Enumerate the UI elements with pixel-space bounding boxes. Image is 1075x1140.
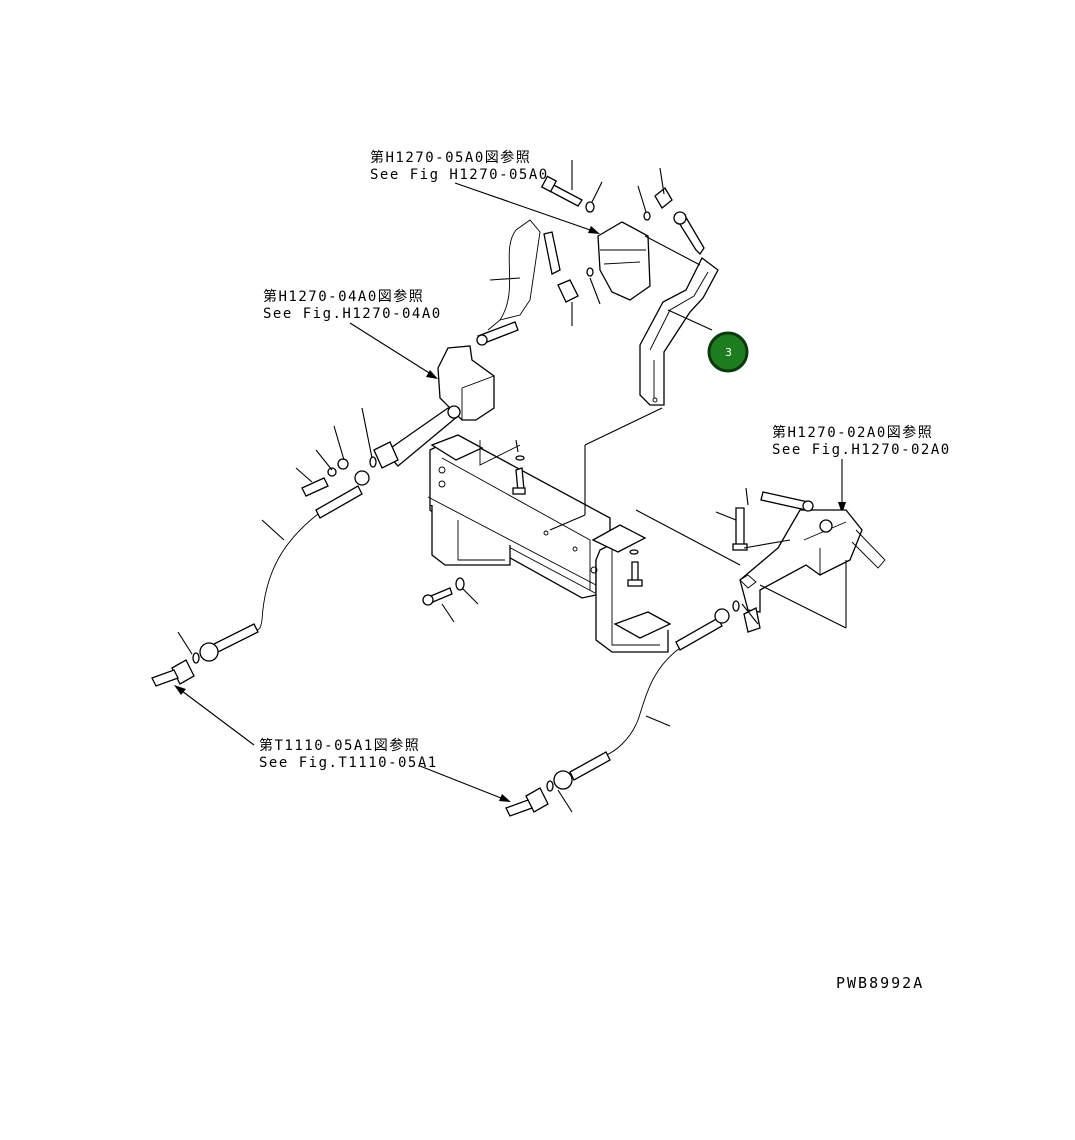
reference-t1110-05a1[interactable]: 第T1110-05A1図参照 See Fig.T1110-05A1	[259, 737, 438, 771]
reference-h1270-02a0[interactable]: 第H1270-02A0図参照 See Fig.H1270-02A0	[772, 424, 951, 458]
reference-en-text: See Fig.H1270-02A0	[772, 442, 951, 458]
drawing-code: PWB8992A	[836, 974, 924, 992]
callout-marker[interactable]: 3	[667, 309, 749, 373]
left-cable	[151, 407, 377, 687]
top-fasteners	[476, 160, 705, 346]
reference-en-text: See Fig.T1110-05A1	[259, 755, 438, 771]
reference-jp-text: 第H1270-05A0図参照	[370, 149, 531, 166]
main-frame	[427, 434, 672, 653]
reference-en-text: See Fig H1270-05A0	[370, 167, 549, 183]
pedal-arm	[549, 257, 719, 531]
reference-jp-text: 第T1110-05A1図参照	[259, 737, 420, 754]
reference-arrows	[174, 182, 846, 802]
callout-label: 3	[725, 346, 732, 359]
valve-body	[597, 221, 701, 301]
left-lever-block	[373, 345, 495, 469]
reference-h1270-05a0[interactable]: 第H1270-05A0図参照 See Fig H1270-05A0	[370, 149, 549, 183]
callout-circle	[707, 331, 749, 373]
reference-jp-text: 第H1270-02A0図参照	[772, 424, 933, 441]
reference-h1270-04a0[interactable]: 第H1270-04A0図参照 See Fig.H1270-04A0	[263, 288, 442, 322]
right-cable	[505, 600, 759, 817]
right-lever-block	[635, 487, 886, 633]
center-fasteners	[422, 439, 643, 623]
reference-jp-text: 第H1270-04A0図参照	[263, 288, 424, 305]
reference-en-text: See Fig.H1270-04A0	[263, 306, 442, 322]
